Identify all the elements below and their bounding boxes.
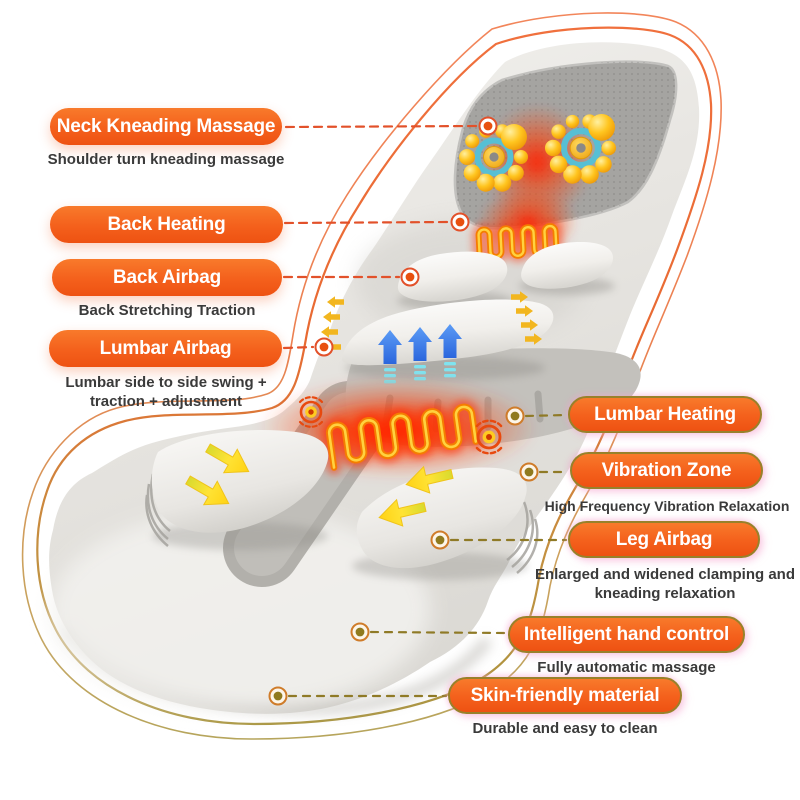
feature-title: Intelligent hand control: [523, 623, 730, 645]
feature-title: Leg Airbag: [615, 528, 713, 550]
feature-callout-intelligent-hand-control: Intelligent hand control: [508, 616, 745, 653]
feature-pill-skin-friendly-material: Skin-friendly material: [448, 677, 682, 714]
leg-airbag-wedges: [145, 430, 539, 580]
callout-dot-material: [268, 686, 288, 706]
feature-title: Neck Kneading Massage: [56, 115, 276, 137]
feature-pill-lumbar-airbag: Lumbar Airbag: [49, 330, 282, 367]
callout-dot-leg-airbag: [430, 530, 450, 550]
feature-pill-intelligent-hand-control: Intelligent hand control: [508, 616, 745, 653]
feature-pill-neck-kneading-massage: Neck Kneading Massage: [50, 108, 282, 145]
leg-airbag-wedge-left: [151, 430, 329, 533]
feature-callout-neck-kneading-massage: Neck Kneading Massage: [50, 108, 282, 145]
callout-dot-back-heating: [450, 212, 470, 232]
callout-connectors: [268, 116, 570, 706]
callout-dot-back-airbag: [400, 267, 420, 287]
callout-dot-hand-control: [350, 622, 370, 642]
feature-callout-lumbar-heating: Lumbar Heating: [568, 396, 762, 433]
feature-title: Lumbar Airbag: [99, 337, 232, 359]
feature-subtitle-lumbar-airbag: Lumbar side to side swing + traction + a…: [65, 374, 267, 411]
back-airbag-pad-left: [397, 251, 508, 302]
callout-dot-lumbar-heating: [505, 406, 525, 426]
leg-airbag-wedge-right: [356, 467, 527, 569]
inflate-up-arrow-icons: [378, 324, 462, 384]
feature-callout-skin-friendly-material: Skin-friendly material: [448, 677, 682, 714]
feature-title: Back Airbag: [113, 266, 221, 288]
callout-dot-vibration: [519, 462, 539, 482]
head-pillow: [453, 60, 678, 256]
feature-callout-lumbar-airbag: Lumbar Airbag: [49, 330, 282, 367]
callout-dot-lumbar-airbag: [314, 337, 334, 357]
feature-title: Skin-friendly material: [470, 684, 660, 706]
feature-pill-vibration-zone: Vibration Zone: [570, 452, 763, 489]
feature-pill-leg-airbag: Leg Airbag: [568, 521, 760, 558]
feature-callout-back-heating: Back Heating: [50, 206, 283, 243]
feature-title: Lumbar Heating: [594, 403, 736, 425]
back-airbag-pad-right: [521, 242, 614, 289]
feature-subtitle-intelligent-hand-control: Fully automatic massage: [537, 659, 716, 676]
feature-callout-vibration-zone: Vibration Zone: [570, 452, 763, 489]
feature-callout-leg-airbag: Leg Airbag: [568, 521, 760, 558]
feature-pill-lumbar-heating: Lumbar Heating: [568, 396, 762, 433]
feature-subtitle-vibration-zone: High Frequency Vibration Relaxation: [544, 498, 790, 514]
back-airbag-pads: [397, 242, 615, 311]
outer-contour-line: [21, 12, 722, 740]
feature-subtitle-leg-airbag: Enlarged and widened clamping and kneadi…: [534, 566, 796, 603]
feature-title: Vibration Zone: [601, 459, 732, 481]
feature-pill-back-heating: Back Heating: [50, 206, 283, 243]
feature-subtitle-neck-kneading-massage: Shoulder turn kneading massage: [47, 151, 285, 168]
inner-contour-line: [36, 26, 713, 726]
feature-pill-back-airbag: Back Airbag: [52, 259, 282, 296]
lumbar-airbag-pad: [321, 291, 554, 384]
feature-callout-back-airbag: Back Airbag: [52, 259, 282, 296]
air-trail-dashes: [384, 362, 456, 384]
callout-dot-neck: [478, 116, 498, 136]
foot-area-highlight: [50, 510, 430, 710]
feature-title: Back Heating: [107, 213, 226, 235]
feature-subtitle-back-airbag: Back Stretching Traction: [78, 302, 256, 319]
feature-subtitle-skin-friendly-material: Durable and easy to clean: [472, 720, 658, 737]
outline-contour-lines: [21, 12, 722, 740]
